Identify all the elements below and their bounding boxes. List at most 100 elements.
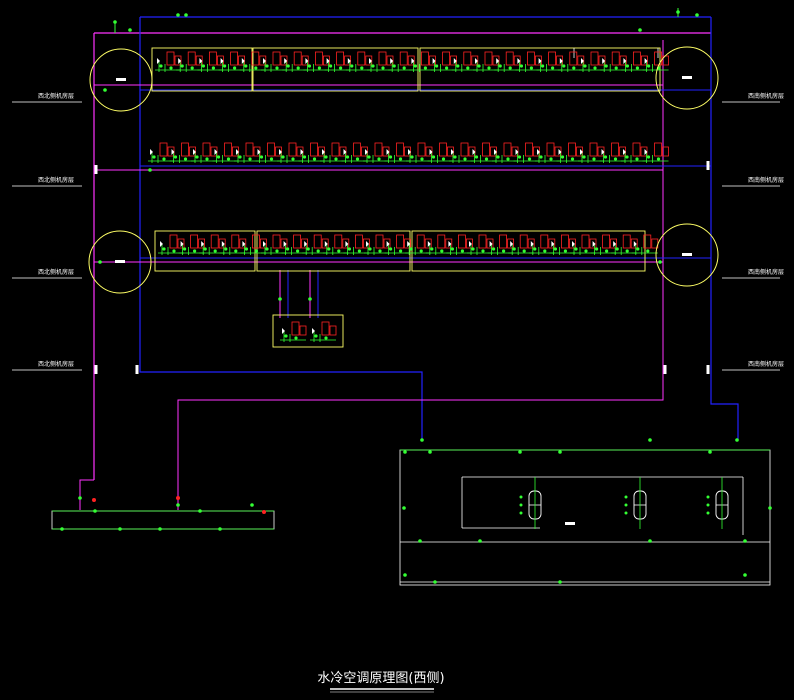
unit-box — [344, 55, 352, 66]
valve-accent-2 — [262, 510, 266, 514]
unit-valve — [275, 66, 279, 70]
unit-box — [619, 55, 627, 66]
unit-valve — [562, 64, 566, 68]
unit-box — [445, 238, 453, 249]
unit-valve — [553, 247, 558, 251]
unit-pipe — [363, 153, 389, 163]
unit-box — [177, 238, 185, 249]
unit-valve — [193, 249, 197, 253]
unit-valve — [593, 66, 597, 70]
valve-dot-2 — [176, 13, 180, 17]
unit-mark — [411, 58, 415, 64]
unit-r2-13 — [427, 142, 454, 163]
unit-mark — [180, 241, 184, 247]
unit-valve — [306, 247, 310, 251]
unit-valve — [317, 66, 321, 70]
unit-mark — [157, 58, 160, 64]
unit-valve — [357, 249, 361, 253]
unit-pipe — [449, 153, 475, 163]
valve-dot-24 — [558, 580, 562, 584]
unit-valve — [574, 247, 578, 251]
unit-r3-17 — [508, 234, 535, 255]
unit-coil — [181, 142, 189, 157]
unit-mark — [283, 241, 287, 247]
unit-pipe — [600, 62, 627, 72]
unit-coil — [336, 51, 345, 66]
unit-mark — [366, 241, 369, 247]
unit-valve — [498, 64, 502, 68]
unit-mark — [469, 241, 472, 247]
unit-pipe — [642, 153, 669, 163]
unit-valve — [389, 247, 393, 251]
unit-pipe — [425, 245, 452, 255]
unit-r1-0 — [155, 51, 182, 72]
unit-pipe — [621, 62, 648, 72]
unit-box — [465, 238, 473, 249]
unit-box — [195, 55, 203, 66]
valve-dot-9 — [98, 260, 102, 264]
unit-pipe — [557, 62, 584, 72]
unit-valve — [430, 247, 434, 251]
unit-r2-21 — [599, 142, 626, 163]
return-riser-right — [710, 17, 739, 440]
unit-valve — [398, 157, 403, 161]
unit-valve — [625, 249, 629, 253]
unit-valve — [183, 247, 187, 251]
unit-valve — [269, 157, 274, 161]
unit-valve — [381, 66, 385, 70]
inner-supply-bottom — [79, 479, 94, 510]
pump-room — [399, 449, 771, 586]
unit-coil — [313, 234, 322, 249]
unit-r2-19 — [556, 142, 583, 163]
unit-mark — [221, 241, 225, 247]
unit-r1-21 — [600, 51, 627, 72]
unit-coil — [293, 51, 302, 66]
unit-coil — [230, 51, 239, 66]
unit-pipe — [384, 153, 411, 163]
unit-valve — [291, 157, 295, 161]
unit-pipe — [406, 153, 432, 163]
unit-box — [321, 238, 329, 249]
unit-valve — [460, 249, 464, 253]
unit-mark — [448, 241, 452, 247]
unit-coil — [288, 142, 297, 157]
valve-dot-38 — [308, 297, 312, 301]
unit-pipe — [473, 62, 499, 72]
valve-dot-26 — [402, 506, 406, 510]
unit-box — [386, 55, 394, 66]
unit-mark — [581, 58, 584, 64]
valve-dot-34 — [118, 527, 122, 531]
unit-r1-1 — [176, 51, 203, 72]
unit-valve — [582, 155, 586, 159]
unit-coil — [374, 142, 383, 157]
unit-valve — [413, 64, 417, 68]
unit-valve — [286, 64, 290, 68]
unit-coil — [622, 234, 631, 249]
detail-circle-1 — [655, 46, 719, 110]
unit-r3-16 — [487, 234, 515, 255]
unit-coil — [590, 51, 599, 66]
unit-r2-18 — [535, 142, 562, 163]
unit-mark — [494, 149, 497, 155]
unit-coil — [632, 142, 641, 157]
unit-valve — [368, 247, 372, 251]
unit-mark — [386, 149, 390, 155]
unit-valve — [471, 247, 475, 251]
unit-valve — [543, 249, 547, 253]
unit-box — [513, 55, 521, 66]
unit-valve — [496, 155, 500, 159]
unit-pipe — [470, 153, 497, 163]
unit-valve — [281, 155, 285, 159]
unit-mark — [472, 149, 476, 155]
unit-coil — [272, 51, 281, 66]
unit-pipe — [341, 153, 368, 163]
unit-coil — [251, 234, 260, 249]
unit-pipe — [199, 245, 226, 255]
unit-mark — [601, 149, 605, 155]
unit-r3-8 — [322, 234, 350, 255]
unit-pipe — [367, 62, 393, 72]
unit-valve — [613, 157, 618, 161]
unit-box — [404, 238, 412, 249]
unit-pipe — [303, 62, 330, 72]
unit-pipe — [621, 153, 647, 163]
